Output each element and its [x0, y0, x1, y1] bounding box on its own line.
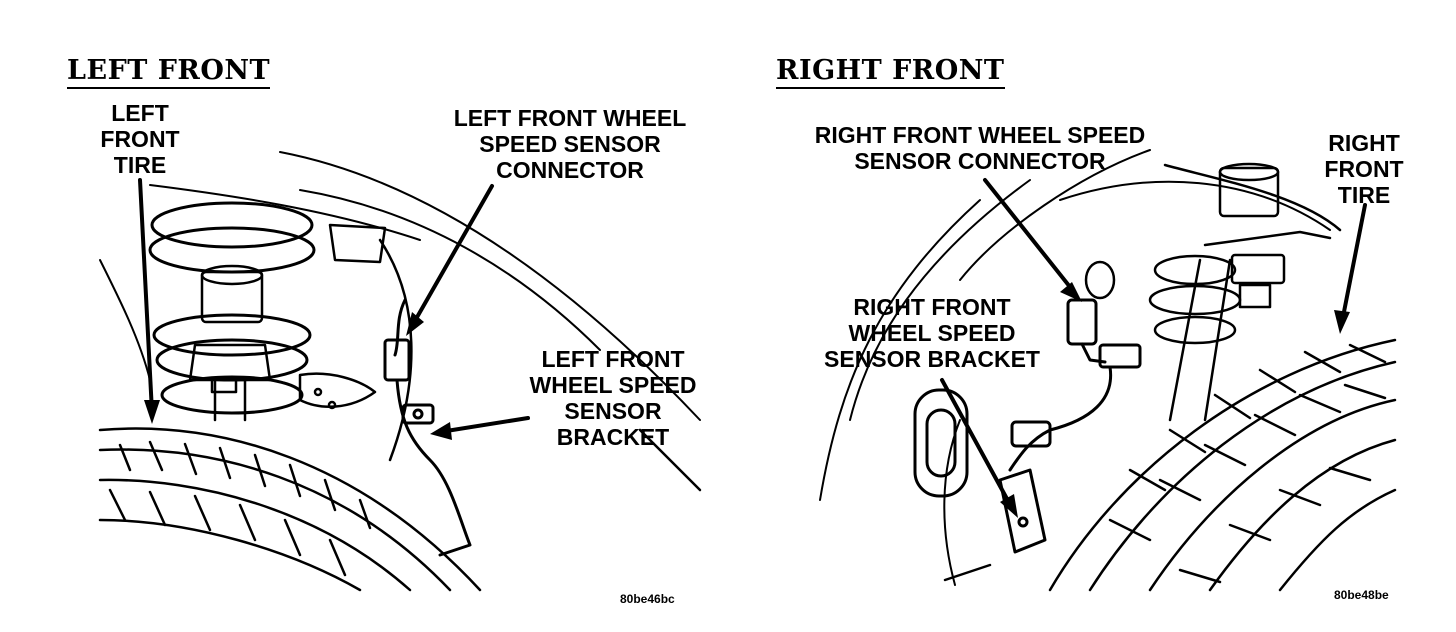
label-line: SENSOR CONNECTOR [854, 148, 1106, 174]
label-line: LEFT FRONT [541, 346, 685, 372]
label-line: RIGHT FRONT [853, 294, 1011, 320]
right-wheel-well-arcs [819, 149, 1331, 586]
right-panel-title: RIGHT FRONT [776, 56, 1005, 89]
label-line: LEFT FRONT WHEEL [453, 105, 687, 131]
left-front-tire-label: LEFT FRONT TIRE [96, 100, 184, 178]
left-front-sensor-connector-label: LEFT FRONT WHEEL SPEED SENSOR CONNECTOR [440, 105, 700, 183]
label-line: FRONT [100, 126, 180, 152]
left-front-sensor-bracket-label: LEFT FRONT WHEEL SPEED SENSOR BRACKET [518, 346, 708, 450]
left-coil-spring [148, 201, 316, 415]
right-strut [1084, 162, 1342, 422]
right-tire [943, 338, 1397, 592]
label-line: RIGHT FRONT WHEEL SPEED [814, 122, 1146, 148]
right-figure-code: 80be48be [1334, 588, 1389, 602]
left-strut [188, 223, 413, 462]
left-panel-title: LEFT FRONT [67, 56, 271, 89]
right-arrowheads [1000, 282, 1350, 518]
label-line: TIRE [113, 152, 167, 178]
label-line: SENSOR [564, 398, 662, 424]
left-figure-code: 80be46bc [620, 592, 675, 606]
label-line: FRONT [1324, 156, 1404, 182]
right-front-sensor-bracket-label: RIGHT FRONT WHEEL SPEED SENSOR BRACKET [812, 294, 1052, 372]
right-front-sensor-connector-label: RIGHT FRONT WHEEL SPEED SENSOR CONNECTOR [800, 122, 1160, 174]
left-sensor-wire [383, 298, 472, 557]
right-front-tire-label: RIGHT FRONT TIRE [1318, 130, 1410, 208]
label-line: BRACKET [556, 424, 670, 450]
label-line: TIRE [1337, 182, 1391, 208]
left-tire [98, 427, 702, 592]
label-line: WHEEL SPEED [848, 320, 1016, 346]
label-line: SENSOR BRACKET [824, 346, 1040, 372]
label-line: LEFT [111, 100, 169, 126]
label-line: SPEED SENSOR [479, 131, 661, 157]
left-arrowheads [144, 312, 452, 440]
left-leader-lines [138, 178, 530, 434]
label-line: WHEEL SPEED [529, 372, 697, 398]
right-sensor-wire [998, 298, 1142, 554]
right-leader-lines [940, 178, 1367, 510]
right-access-slot [913, 388, 969, 498]
label-line: RIGHT [1328, 130, 1400, 156]
label-line: CONNECTOR [496, 157, 644, 183]
left-wheel-well-arcs [99, 151, 701, 421]
